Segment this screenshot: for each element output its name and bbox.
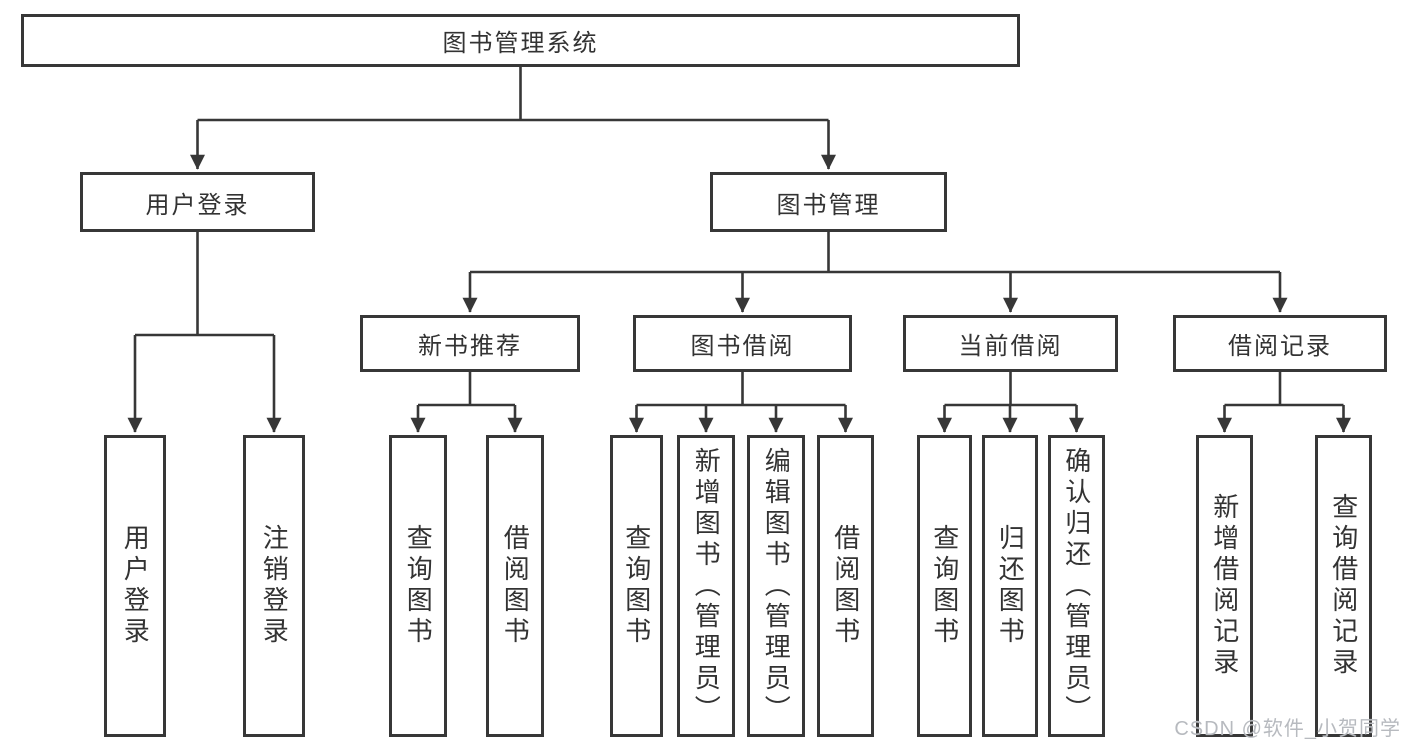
node-book-management: 图书管理 [710,172,947,232]
csdn-watermark: CSDN @软件_小贺同学 [1174,718,1401,740]
node-current-borrowing: 当前借阅 [903,315,1118,372]
leaf-logout: 注销登录 [243,435,305,737]
leaf-borrowing-query-books-label: 查询图书 [621,524,652,648]
node-borrowing-records: 借阅记录 [1173,315,1387,372]
leaf-newbook-borrow-books-label: 借阅图书 [500,524,531,648]
leaf-user-login: 用户登录 [104,435,166,737]
leaf-user-login-label: 用户登录 [120,524,151,648]
leaf-return-books-label: 归还图书 [995,524,1026,648]
leaf-newbook-query-books-label: 查询图书 [403,524,434,648]
leaf-edit-books-admin-label: 编辑图书（管理员） [761,446,792,726]
leaf-query-borrow-record: 查询借阅记录 [1315,435,1372,737]
leaf-add-books-admin: 新增图书（管理员） [677,435,735,737]
leaf-logout-label: 注销登录 [259,524,290,648]
node-user-login: 用户登录 [80,172,315,232]
leaf-newbook-borrow-books: 借阅图书 [486,435,544,737]
leaf-add-books-admin-label: 新增图书（管理员） [691,446,722,726]
leaf-add-borrow-record: 新增借阅记录 [1196,435,1253,737]
leaf-newbook-query-books: 查询图书 [389,435,447,737]
leaf-return-books: 归还图书 [982,435,1038,737]
leaf-edit-books-admin: 编辑图书（管理员） [747,435,805,737]
leaf-current-query-books-label: 查询图书 [929,524,960,648]
leaf-borrowing-borrow-books: 借阅图书 [817,435,874,737]
leaf-borrowing-borrow-books-label: 借阅图书 [830,524,861,648]
leaf-add-borrow-record-label: 新增借阅记录 [1209,493,1240,679]
leaf-confirm-return-admin-label: 确认归还（管理员） [1061,446,1092,726]
node-root-system: 图书管理系统 [21,14,1020,67]
leaf-query-borrow-record-label: 查询借阅记录 [1328,493,1359,679]
node-new-book-recommend: 新书推荐 [360,315,580,372]
leaf-current-query-books: 查询图书 [917,435,972,737]
leaf-borrowing-query-books: 查询图书 [610,435,663,737]
node-book-borrowing: 图书借阅 [633,315,852,372]
leaf-confirm-return-admin: 确认归还（管理员） [1048,435,1105,737]
